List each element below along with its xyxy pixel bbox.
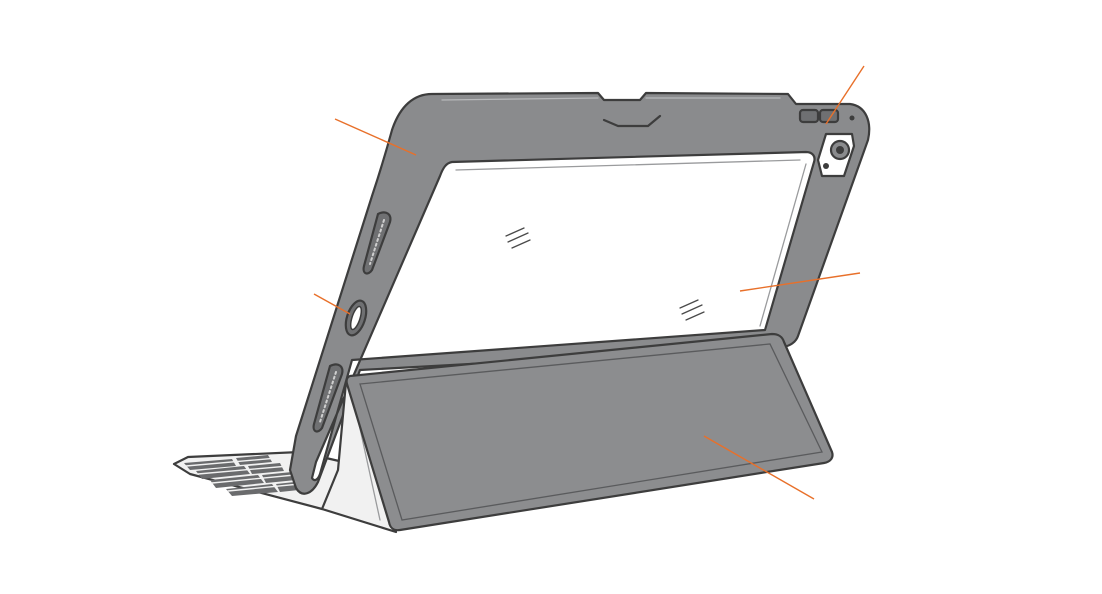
- volume-buttons: [798, 108, 855, 124]
- tablet-case: [288, 91, 871, 495]
- callout-side-port: [313, 293, 351, 315]
- glare-mark: [505, 227, 531, 249]
- cover-inset: [359, 343, 823, 521]
- callout-clear-back: [739, 272, 861, 292]
- case-top-notch: [602, 114, 662, 128]
- case-top-edge: [441, 97, 781, 101]
- keyboard-key-gaps: [185, 455, 311, 492]
- camera-cutout: [816, 132, 856, 178]
- callout-folding-cover: [703, 435, 815, 500]
- keyboard-key-row: [196, 466, 250, 479]
- callout-bumper-corner: [334, 118, 417, 156]
- cover-flap: [345, 332, 834, 532]
- callout-lines: [313, 65, 865, 500]
- side-grip-upper: [362, 211, 392, 275]
- side-port: [344, 299, 368, 337]
- side-grip-lower: [312, 363, 344, 433]
- glare-mark: [679, 299, 705, 321]
- keyboard-key-row: [262, 472, 296, 483]
- clear-back-rim: [455, 159, 807, 327]
- folding-cover: [320, 332, 834, 534]
- callout-pencil-holder: [825, 65, 865, 125]
- keyboard-key-row: [210, 475, 264, 488]
- clear-back-panel: [310, 150, 816, 482]
